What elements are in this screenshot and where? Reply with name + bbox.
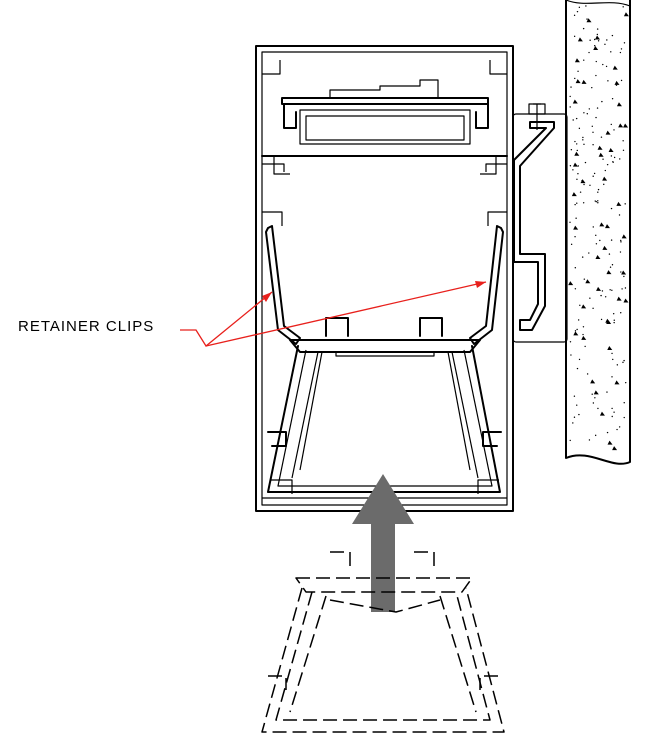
retainer-clip-icon <box>265 225 504 345</box>
insert-profile-ghost-icon <box>261 551 505 733</box>
mounting-bracket-icon <box>512 103 568 343</box>
insert-profile-icon <box>267 317 501 493</box>
retainer-clips-label: RETAINER CLIPS <box>18 318 155 335</box>
insertion-arrow-icon <box>352 474 414 612</box>
concrete-wall-icon <box>565 0 631 465</box>
housing-extrusion-icon <box>255 45 514 512</box>
callout-leader-lines <box>180 281 487 347</box>
